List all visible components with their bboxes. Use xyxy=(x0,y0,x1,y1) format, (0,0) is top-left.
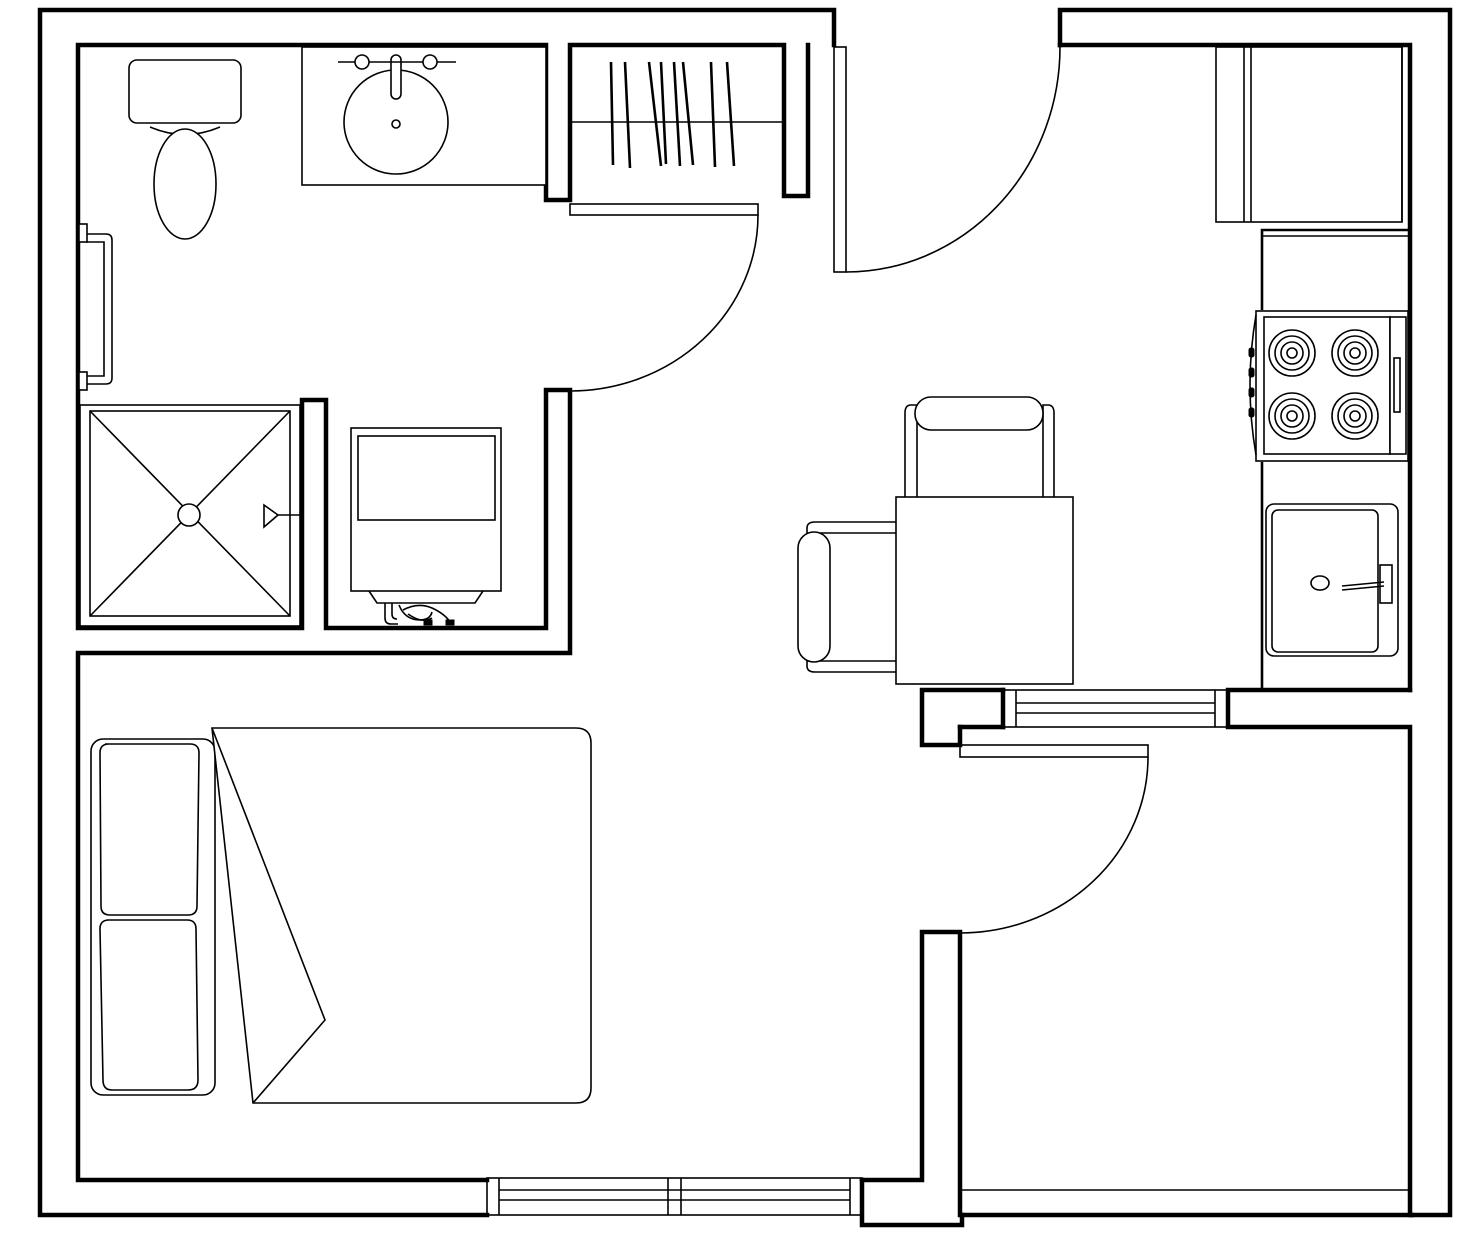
inner-wall-left-top xyxy=(75,42,811,1183)
refrigerator-icon xyxy=(1215,46,1403,223)
hangers-icon xyxy=(609,61,736,169)
blanket-fold xyxy=(211,727,326,1104)
bedroom-closet-wall xyxy=(859,929,963,1218)
dining-table xyxy=(895,496,1074,685)
chair-top-icon xyxy=(904,396,1055,497)
kitchen-sink-icon xyxy=(1265,503,1399,657)
bathroom-door xyxy=(569,203,759,392)
vanity-sink-icon xyxy=(301,46,547,186)
shower-icon xyxy=(79,404,301,627)
kitchen xyxy=(1215,46,1412,688)
hall-wall-left xyxy=(919,687,1006,748)
window-bottom xyxy=(486,1177,863,1216)
counter-icon xyxy=(1260,228,1412,688)
burner-icon xyxy=(1268,392,1316,440)
burner-icon xyxy=(1331,329,1379,377)
outer-wall-top-left xyxy=(37,7,837,1218)
doors xyxy=(569,46,1149,934)
walls xyxy=(37,7,1453,1228)
window-hall xyxy=(1002,689,1229,728)
bed-blanket xyxy=(211,727,592,1104)
dining xyxy=(797,396,1074,685)
hanging-closet xyxy=(572,61,782,169)
chair-left-icon xyxy=(797,521,896,673)
bed-icon xyxy=(90,727,592,1104)
bathroom xyxy=(78,46,547,627)
windows xyxy=(486,689,1410,1216)
grab-bar-icon xyxy=(78,223,113,391)
washer-dryer-icon xyxy=(350,427,502,626)
burner-icon xyxy=(1331,392,1379,440)
entry-door xyxy=(833,46,1061,273)
burner-icon xyxy=(1268,329,1316,377)
toilet-icon xyxy=(128,59,242,240)
stove-icon xyxy=(1248,310,1409,462)
closet-door xyxy=(959,744,1149,934)
inner-wall-right-top xyxy=(1057,42,1413,693)
outer-wall-top-right xyxy=(1057,7,1453,1218)
pillow xyxy=(99,743,200,916)
pillow xyxy=(99,919,199,1091)
